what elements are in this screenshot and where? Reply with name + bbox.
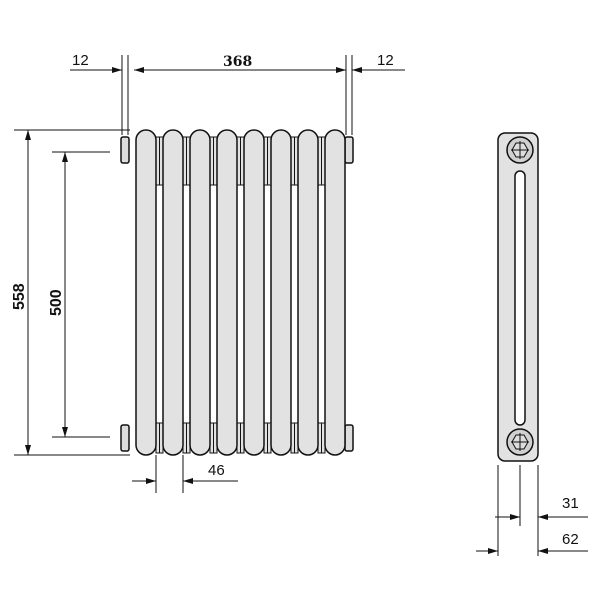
bottom-plug-icon xyxy=(506,428,534,456)
top-plug-icon xyxy=(506,136,534,164)
radiator-section xyxy=(216,129,238,456)
dim-height: 558 xyxy=(11,283,28,310)
dim-depth: 62 xyxy=(562,531,579,548)
end-plug xyxy=(120,136,130,164)
dim-centers: 500 xyxy=(48,289,65,316)
dim-half-depth: 31 xyxy=(562,495,579,512)
end-plug xyxy=(344,424,354,452)
end-plug xyxy=(120,424,130,452)
radiator-section xyxy=(162,129,184,456)
end-plug xyxy=(344,136,354,164)
side-slot xyxy=(514,170,526,426)
dim-width: 368 xyxy=(223,54,252,70)
dimension-lines xyxy=(14,55,588,556)
dim-pitch: 46 xyxy=(208,462,225,479)
radiator-section xyxy=(243,129,265,456)
side-view xyxy=(497,132,539,462)
radiator-section xyxy=(297,129,319,456)
radiator-section xyxy=(189,129,211,456)
radiator-section xyxy=(270,129,292,456)
radiator-section xyxy=(324,129,346,456)
front-view xyxy=(120,129,354,456)
dim-right-offset: 12 xyxy=(377,52,394,69)
dim-left-offset: 12 xyxy=(72,52,89,69)
radiator-section xyxy=(135,129,157,456)
